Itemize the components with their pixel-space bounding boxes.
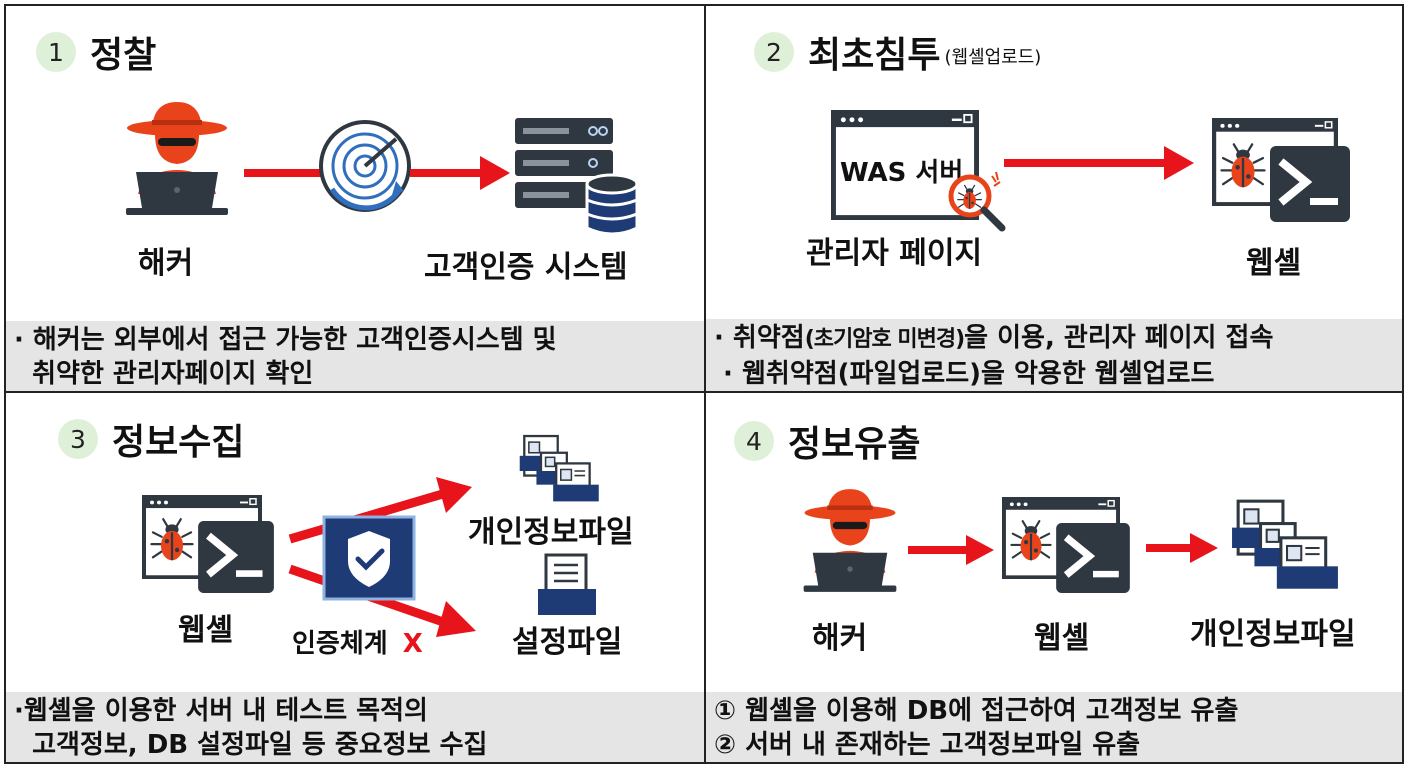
shield-check-icon — [322, 515, 416, 601]
personal-file-label: 개인정보파일 — [468, 515, 634, 550]
caption-line: 고객정보, DB 설정파일 등 중요정보 수집 — [14, 730, 488, 760]
step-title: 정보유출 — [788, 424, 921, 465]
hacker-label: 해커 — [138, 246, 194, 281]
step-number: 1 — [36, 32, 76, 72]
caption-line: · 웹취약점(파일업로드)을 악용한 웹셸업로드 — [714, 359, 1215, 389]
radar-scan-icon — [319, 120, 411, 212]
was-server-label: WAS 서버 — [840, 158, 964, 188]
panel-title: 2 최초침투 (웹셸업로드) — [754, 26, 1041, 78]
step-number: 4 — [734, 421, 774, 461]
blocked-x-mark: X — [402, 629, 423, 659]
caption-segment: 을 이용, 관리자 페이지 접속 — [964, 323, 1274, 353]
step-subtitle: (웹셸업로드) — [944, 47, 1042, 68]
caption-line: ② 서버 내 존재하는 고객정보파일 유출 — [714, 730, 1141, 760]
webshell-label: 웹셸 — [1034, 621, 1090, 656]
panel-caption: ·웹셸을 이용한 서버 내 테스트 목적의 고객정보, DB 설정파일 등 중요… — [6, 692, 704, 762]
panel-caption: · 취약점(초기암호 미변경)을 이용, 관리자 페이지 접속 · 웹취약점(파… — [706, 319, 1402, 391]
step-number: 2 — [754, 32, 794, 72]
caption-line: ① 웹셸을 이용해 DB에 접근하여 고객정보 유출 — [714, 696, 1239, 726]
profile-documents-icon — [518, 433, 602, 509]
webshell-label: 웹셸 — [1246, 246, 1302, 281]
terminal-icon — [1056, 523, 1130, 593]
auth-system-label: 인증체계 X — [292, 623, 423, 660]
system-label: 고객인증 시스템 — [424, 250, 628, 285]
panel-caption: ① 웹셸을 이용해 DB에 접근하여 고객정보 유출 ② 서버 내 존재하는 고… — [706, 692, 1402, 762]
arrow-to-webshell — [908, 535, 994, 565]
caption-parenthetical: (초기암호 미변경) — [804, 327, 965, 352]
attack-flow-board: 1 정찰 해커 — [4, 4, 1404, 764]
auth-system-text: 인증체계 — [292, 629, 388, 659]
magnifier-icon — [948, 171, 1006, 232]
terminal-icon — [198, 521, 274, 593]
bug-icon — [150, 513, 194, 565]
config-document-icon — [538, 553, 596, 615]
panel-title: 3 정보수집 — [58, 413, 244, 465]
admin-page-label: 관리자 페이지 — [806, 236, 983, 271]
hacker-label: 해커 — [812, 621, 868, 656]
panel-initial-intrusion: 2 최초침투 (웹셸업로드) WAS 서버 관리자 페이지 웹셸 · 취약점(초… — [706, 6, 1402, 393]
step-title: 정보수집 — [112, 422, 245, 463]
step-title: 정찰 — [90, 35, 157, 76]
arrow-to-webshell — [1004, 146, 1194, 180]
hacker-icon — [800, 485, 900, 595]
personal-file-label: 개인정보파일 — [1190, 617, 1356, 652]
panel-title: 4 정보유출 — [734, 415, 920, 467]
profile-documents-icon — [1230, 497, 1342, 599]
caption-line: · 취약점(초기암호 미변경)을 이용, 관리자 페이지 접속 — [714, 321, 1394, 357]
bug-icon — [1220, 138, 1266, 192]
panel-recon: 1 정찰 해커 — [6, 6, 706, 393]
terminal-icon — [1270, 146, 1350, 222]
step-title: 최초침투 — [808, 35, 941, 76]
hacker-icon — [122, 98, 232, 218]
arrow-to-server — [410, 156, 510, 190]
arrow-to-radar — [244, 169, 326, 177]
webshell-label: 웹셸 — [178, 613, 234, 648]
caption-line: 취약한 관리자페이지 확인 — [14, 359, 314, 389]
panel-title: 1 정찰 — [36, 26, 156, 78]
caption-line: · 해커는 외부에서 접근 가능한 고객인증시스템 및 — [14, 325, 557, 355]
bug-icon — [1010, 515, 1052, 565]
config-file-label: 설정파일 — [512, 625, 623, 660]
server-database-icon — [515, 118, 639, 236]
panel-info-leak: 4 정보유출 해커 웹셸 개인정보파일 ① 웹셸을 이용해 DB에 접근하여 고… — [706, 393, 1402, 762]
arrow-to-files — [1146, 533, 1218, 563]
step-number: 3 — [58, 419, 98, 459]
panel-info-collection: 3 정보수집 웹셸 인증체계 X 개인정보파일 설정파일 — [6, 393, 706, 762]
caption-segment: · 취약점 — [714, 323, 805, 353]
caption-line: ·웹셸을 이용한 서버 내 테스트 목적의 — [14, 696, 428, 726]
panel-caption: · 해커는 외부에서 접근 가능한 고객인증시스템 및 취약한 관리자페이지 확… — [6, 321, 704, 391]
